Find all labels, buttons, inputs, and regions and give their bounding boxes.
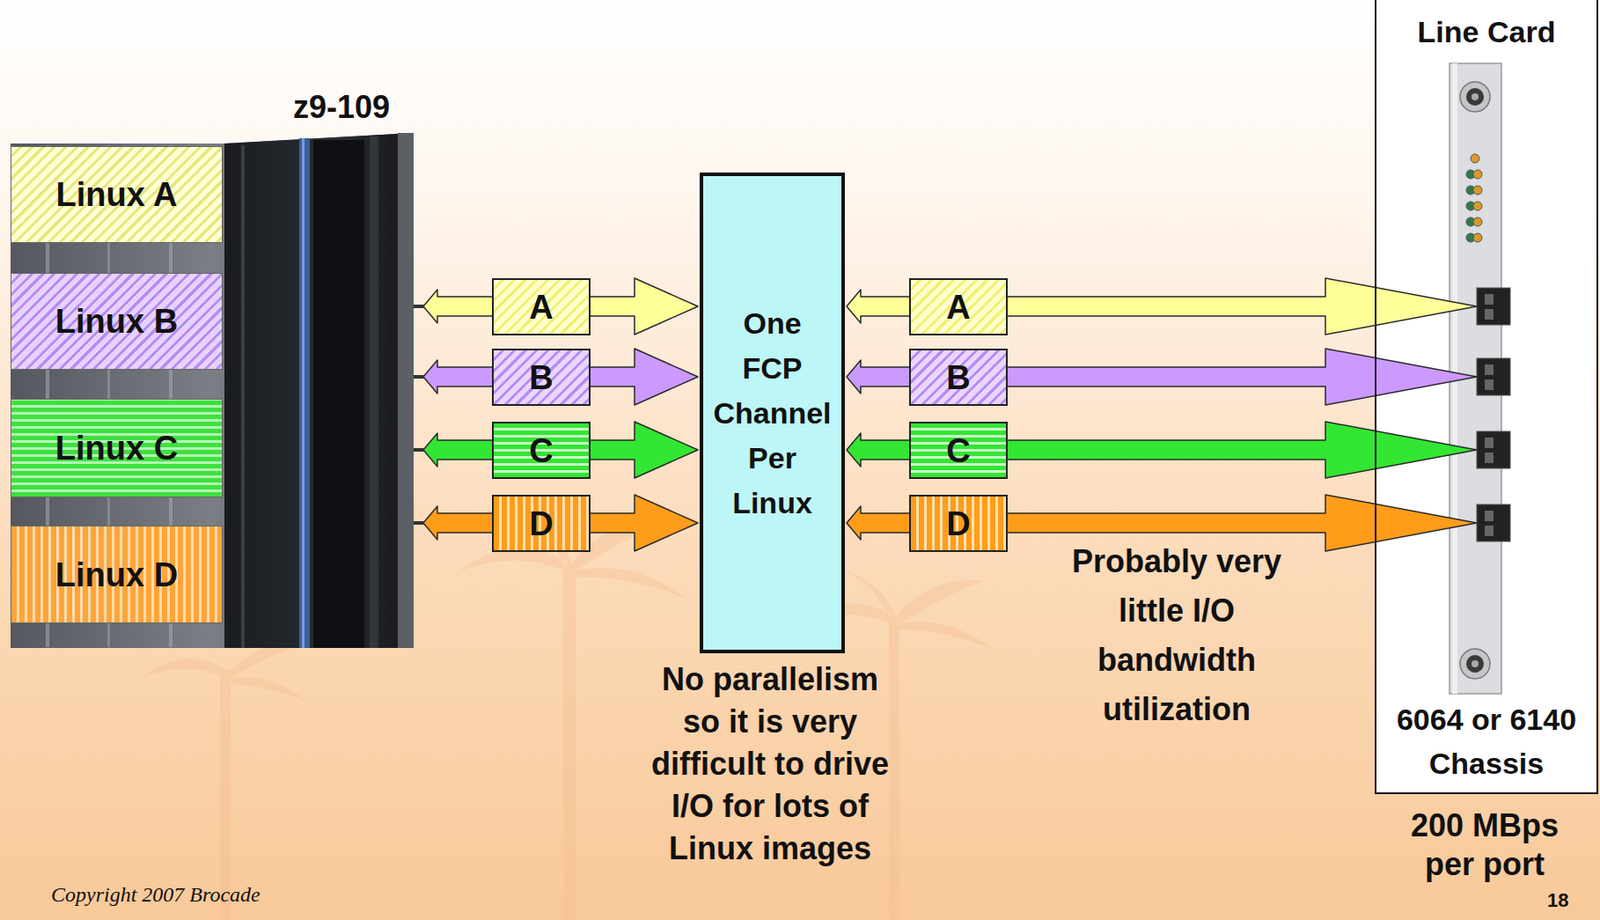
blue-stripe <box>299 138 310 648</box>
copyright-text: Copyright 2007 Brocade <box>51 880 421 908</box>
line-card-box: Line Card 6064 or 6140 Chassis <box>1374 0 1599 794</box>
fibre-ports <box>1476 287 1511 542</box>
edge-label-box: A <box>491 278 591 336</box>
channel-text: One FCP Channel Per Linux <box>712 306 831 520</box>
edge-label-box: C <box>909 421 1008 479</box>
text-holder: Linux C <box>55 427 178 469</box>
linux-name: Linux D <box>55 556 178 594</box>
port <box>1476 358 1511 396</box>
mainframe-group: z9-109Linux A Linux B Linux C Linux D <box>10 88 414 648</box>
label-holder: 200 MBps per port <box>1387 806 1582 884</box>
edge-letter: C <box>946 430 970 471</box>
double-arrow <box>222 421 698 478</box>
linux-image-box: Linux B <box>10 272 223 370</box>
edge-letter: B <box>946 357 970 398</box>
palm-trunk <box>563 563 576 920</box>
card-text: 6064 or 6140 Chassis <box>1396 702 1577 780</box>
arrow-shape <box>846 348 1477 405</box>
arrow-shape <box>846 494 1477 551</box>
port <box>1476 287 1511 325</box>
text-holder: Linux B <box>55 300 178 342</box>
page-number: 18 <box>1547 888 1592 912</box>
edge-label-box: B <box>491 348 591 406</box>
mainframe-model: z9-109 <box>293 88 390 125</box>
cabinet-body <box>10 132 414 648</box>
connector-lead <box>222 321 431 377</box>
port <box>1476 504 1511 542</box>
arrow-shape <box>846 278 1477 335</box>
fcp-channel-box: One FCP Channel Per Linux <box>699 172 845 654</box>
spec-text: 200 MBps per port <box>1387 806 1582 884</box>
double-arrow <box>222 321 698 405</box>
screw <box>1471 660 1479 668</box>
double-arrow <box>846 348 1477 405</box>
palm-trunk <box>220 668 231 920</box>
arrow-shape <box>423 278 698 335</box>
panel-highlight <box>1452 63 1458 694</box>
connector-lead <box>222 447 431 450</box>
palm-leaves <box>140 643 309 703</box>
double-arrow <box>222 494 698 575</box>
linux-image-box: Linux D <box>10 525 223 624</box>
label-holder: Copyright 2007 Brocade <box>51 880 421 908</box>
edge-letter: D <box>528 503 553 544</box>
edge-letter: D <box>946 503 970 544</box>
arrow-shape <box>423 348 698 405</box>
palm-trunk <box>888 616 900 920</box>
linux-name: Linux C <box>55 429 178 467</box>
double-arrow <box>222 194 698 335</box>
double-arrow <box>846 494 1477 551</box>
panel-face <box>1449 63 1502 694</box>
note-text: Probably very little I/O bandwidth utili… <box>1044 536 1309 734</box>
linux-image-box: Linux C <box>10 398 223 498</box>
edge-letter: C <box>528 430 553 471</box>
label-holder: 18 <box>1547 888 1592 912</box>
linux-name: Linux A <box>56 176 178 213</box>
edge-letter: A <box>528 286 553 328</box>
screw <box>1466 654 1484 673</box>
arrow-shape <box>423 494 698 551</box>
linux-name: Linux B <box>55 302 178 340</box>
edge-label-box: B <box>909 348 1008 406</box>
cabinet-door <box>224 132 414 648</box>
text-holder: Line Card <box>1376 12 1597 52</box>
screw <box>1471 93 1479 101</box>
double-arrow <box>846 421 1477 478</box>
connector-lead <box>222 522 431 575</box>
text-holder: Linux D <box>55 554 178 595</box>
edge-label-box: A <box>909 278 1008 336</box>
status-leds <box>1466 154 1483 243</box>
card-text: Line Card <box>1417 14 1556 49</box>
note-text: No parallelism so it is very difficult t… <box>642 658 898 870</box>
connector-lead <box>222 194 431 307</box>
text-holder: z9-109 <box>234 88 449 127</box>
arrow-shape <box>846 421 1477 478</box>
screw <box>1460 81 1490 112</box>
label-holder: Probably very little I/O bandwidth utili… <box>1044 536 1309 734</box>
label-holder: No parallelism so it is very difficult t… <box>642 658 898 870</box>
edge-letter: B <box>528 357 553 398</box>
edge-label-box: D <box>491 494 591 552</box>
line-card-panel <box>1449 63 1511 694</box>
screw <box>1466 88 1484 106</box>
edge-letter: A <box>946 286 970 328</box>
text-holder: Linux A <box>56 174 178 215</box>
text-holder: One FCP Channel Per Linux <box>711 300 835 526</box>
edge-label-box: C <box>491 421 591 479</box>
double-arrow <box>846 278 1477 335</box>
linux-image-box: Linux A <box>10 146 223 243</box>
screw <box>1460 648 1490 679</box>
text-holder: 6064 or 6140 Chassis <box>1376 697 1597 786</box>
edge-label-box: D <box>909 494 1008 552</box>
palm-silhouettes <box>140 501 995 920</box>
line-card-ground <box>1374 0 1599 794</box>
arrow-shape <box>423 421 698 478</box>
port <box>1476 431 1511 469</box>
z9-cabinet <box>10 132 414 648</box>
